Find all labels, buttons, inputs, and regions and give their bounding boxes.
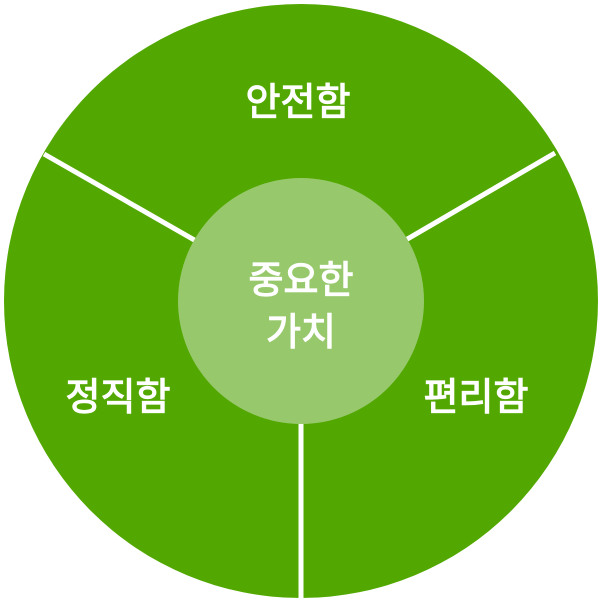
segment-label-left: 정직함	[66, 375, 171, 419]
segment-label-top: 안전함	[246, 80, 351, 124]
center-circle	[178, 178, 424, 424]
center-label-line1: 중요한	[249, 258, 354, 302]
segment-label-right: 편리함	[424, 375, 529, 419]
center-label-line2: 가치	[266, 310, 336, 354]
